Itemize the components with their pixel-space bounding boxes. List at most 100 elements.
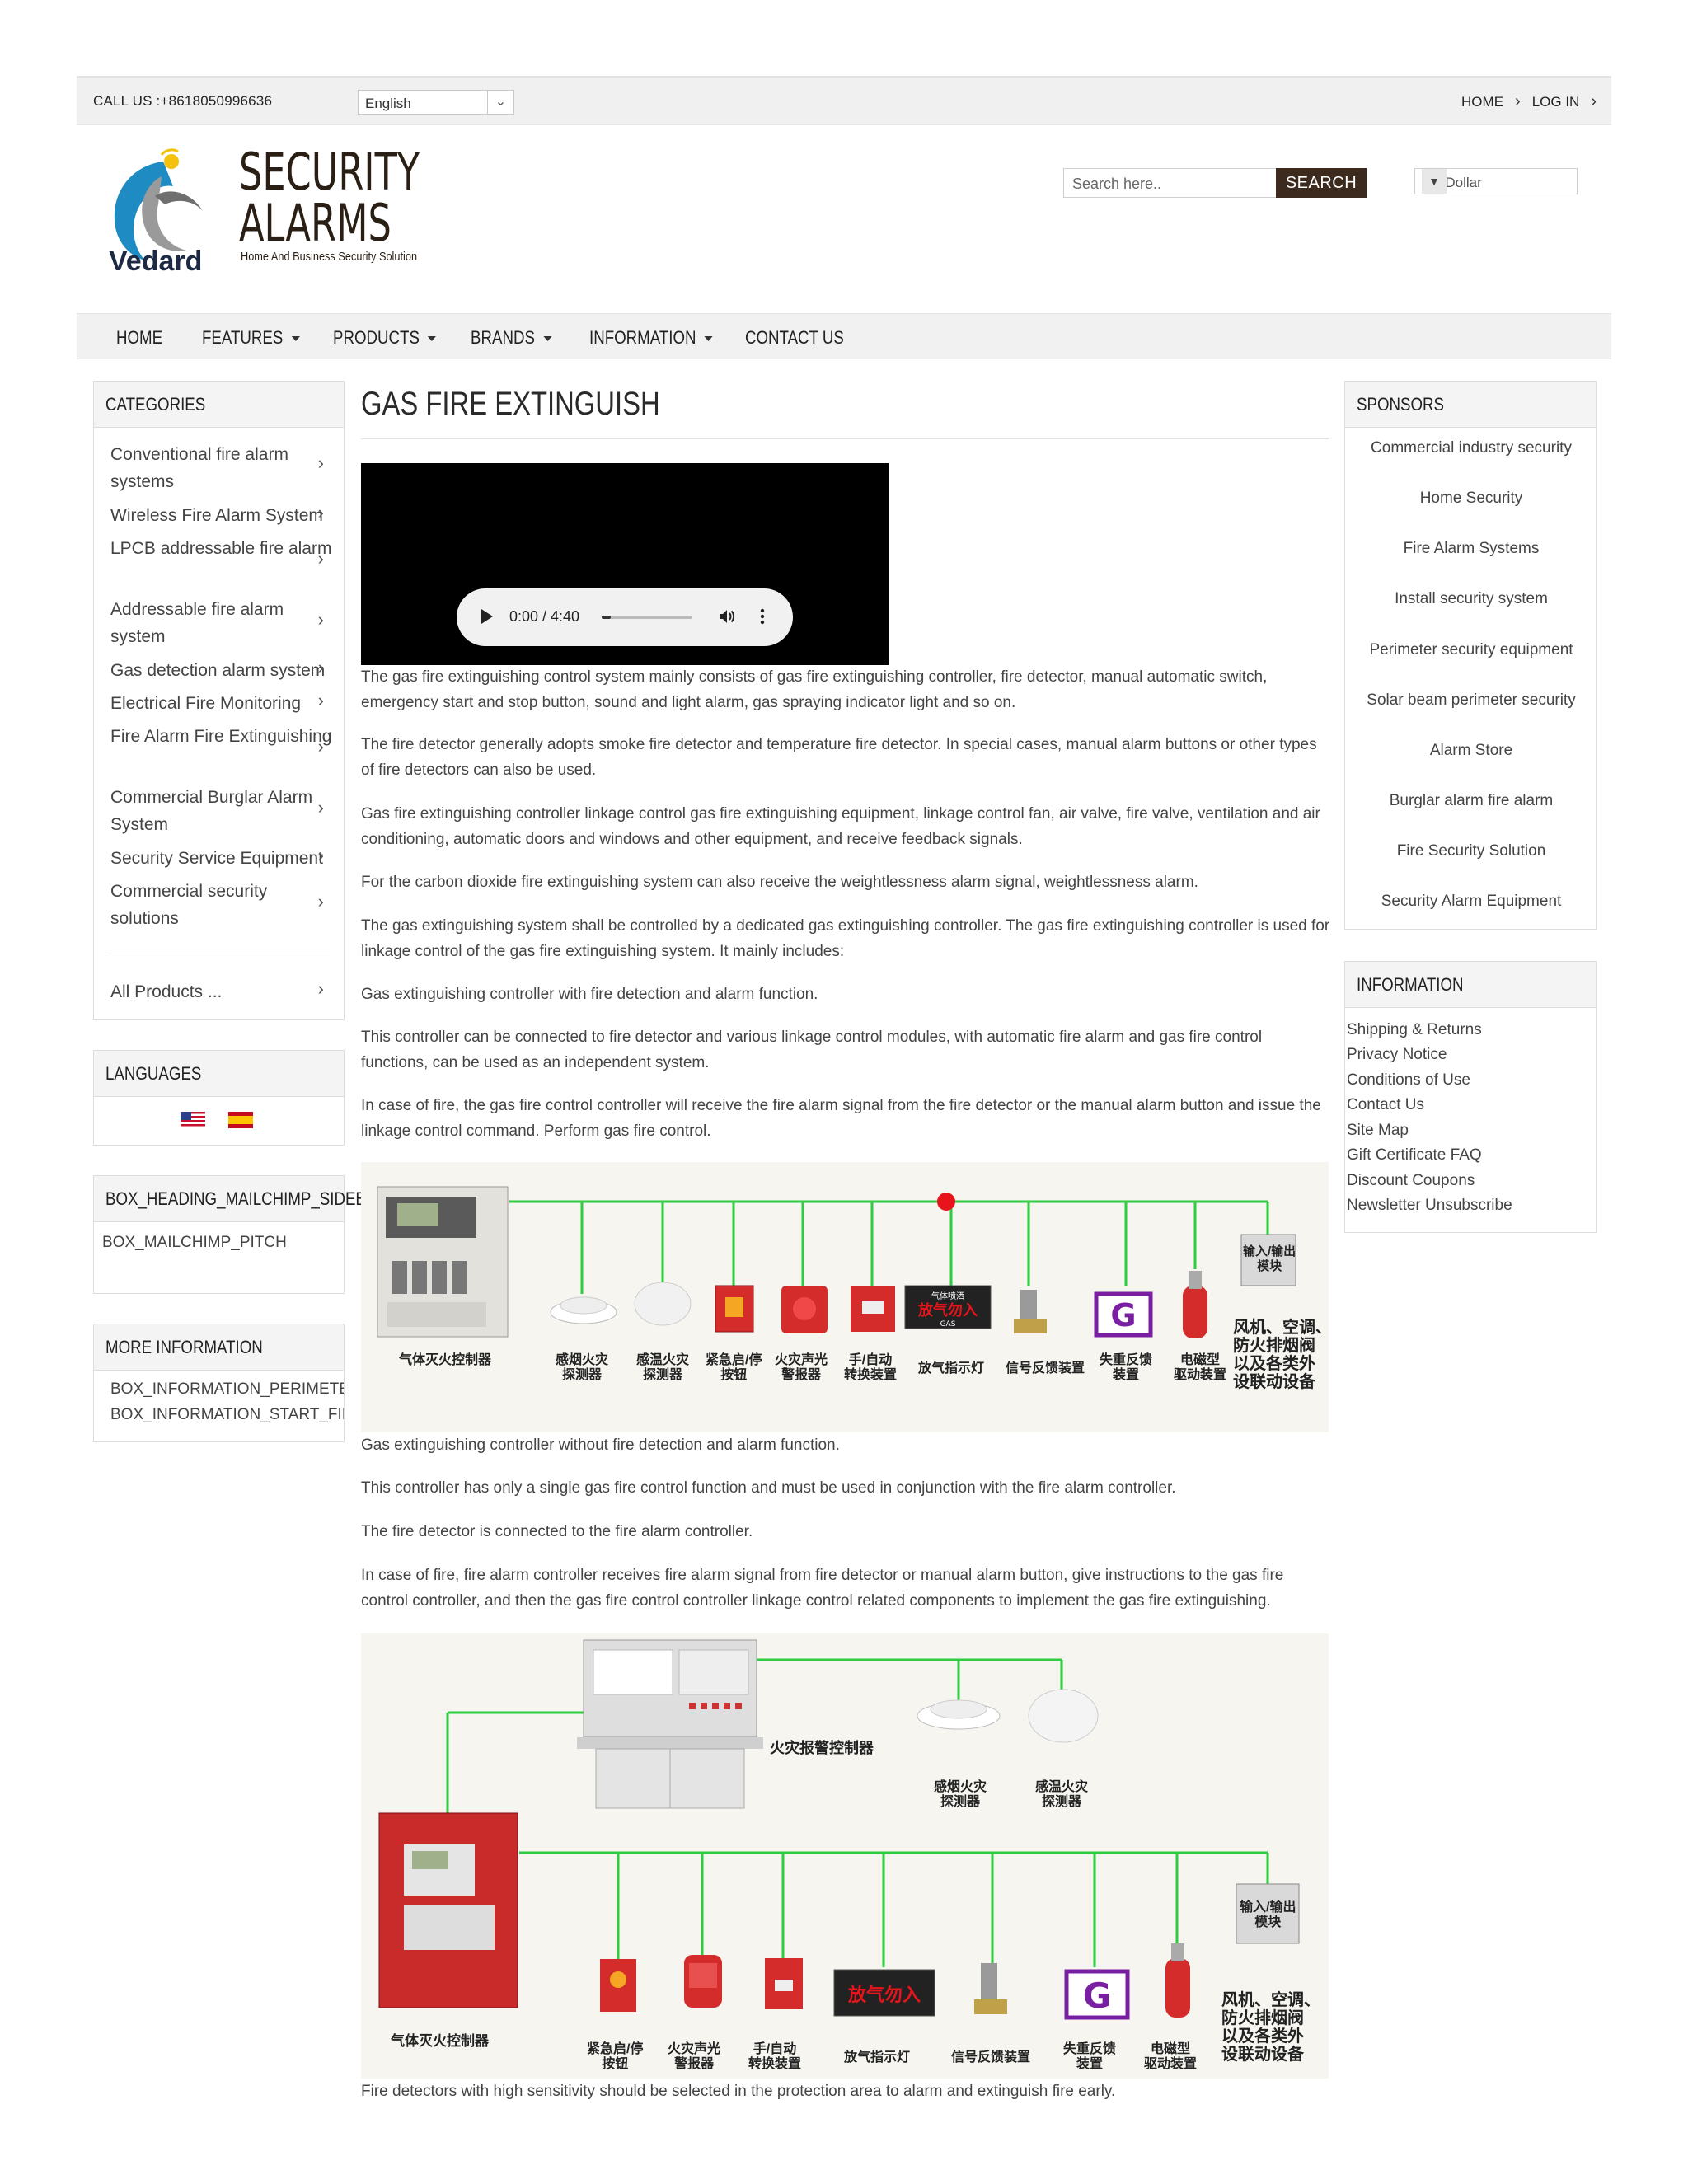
sponsor-link[interactable]: Fire Alarm Systems bbox=[1403, 540, 1540, 557]
diagram-wiring: 气体喷洒 放气勿入 GAS G bbox=[377, 1186, 1296, 1338]
search-input[interactable]: Search here.. bbox=[1063, 168, 1278, 198]
video-time: 0:00 / 4:40 bbox=[509, 608, 580, 625]
diagram-label: 放气指示灯 bbox=[844, 2050, 911, 2064]
more-information-box: MORE INFORMATION BOX_INFORMATION_PERIMET… bbox=[93, 1324, 345, 1442]
diagram-label: 感温火灾 探测器 bbox=[636, 1353, 690, 1382]
nav-contact-us[interactable]: CONTACT US bbox=[745, 327, 844, 349]
nav-information-label: INFORMATION bbox=[589, 327, 696, 348]
chevron-right-icon: › bbox=[317, 657, 324, 677]
search-button[interactable]: SEARCH bbox=[1276, 168, 1367, 198]
play-icon[interactable] bbox=[481, 609, 493, 624]
category-item[interactable]: Commercial Burglar Alarm System bbox=[110, 788, 313, 834]
sponsor-link[interactable]: Security Alarm Equipment bbox=[1381, 893, 1562, 910]
info-link[interactable]: Privacy Notice bbox=[1347, 1046, 1447, 1063]
diagram-label: 放气指示灯 bbox=[918, 1361, 985, 1376]
sponsor-link[interactable]: Alarm Store bbox=[1429, 742, 1513, 759]
video-progress-track[interactable] bbox=[602, 616, 692, 619]
paragraph: In case of fire, the gas fire control co… bbox=[361, 1097, 1321, 1140]
category-item[interactable]: Gas detection alarm system bbox=[110, 661, 326, 680]
us-flag-icon[interactable] bbox=[181, 1112, 205, 1128]
sponsor-link[interactable]: Burglar alarm fire alarm bbox=[1389, 792, 1554, 809]
paragraph: This controller can be connected to fire… bbox=[361, 1029, 1263, 1071]
diagram-label: 火灾声光 警报器 bbox=[775, 1353, 828, 1382]
diagram-label: 手/自动 转换装置 bbox=[748, 2042, 802, 2071]
info-link[interactable]: Gift Certificate FAQ bbox=[1347, 1146, 1482, 1164]
category-item[interactable]: LPCB addressable fire alarm bbox=[110, 539, 332, 558]
category-item[interactable]: Conventional fire alarm systems bbox=[110, 445, 288, 491]
more-info-item[interactable]: BOX_INFORMATION_START_FIRE_SECURITY bbox=[110, 1406, 344, 1423]
sponsor-link[interactable]: Perimeter security equipment bbox=[1369, 641, 1573, 658]
nav-brands[interactable]: BRANDS bbox=[471, 327, 552, 349]
chevron-right-icon: › bbox=[317, 548, 324, 569]
more-options-icon[interactable] bbox=[760, 607, 765, 626]
category-item[interactable]: Wireless Fire Alarm System bbox=[110, 506, 323, 525]
info-link[interactable]: Site Map bbox=[1347, 1122, 1409, 1139]
paragraph: The gas extinguishing system shall be co… bbox=[361, 917, 1330, 960]
login-link[interactable]: LOG IN bbox=[1531, 93, 1580, 110]
diagram-label: 感温火灾 探测器 bbox=[1035, 1780, 1089, 1809]
diagram-label: 风机、空调、 防火排烟阀 以及各类外 设联动设备 bbox=[1233, 1319, 1329, 1391]
sponsor-link[interactable]: Home Security bbox=[1419, 490, 1523, 507]
sponsors-box: SPONSORS Commercial industry security Ho… bbox=[1344, 381, 1597, 930]
language-select[interactable]: English ⌄ bbox=[358, 90, 514, 115]
caret-down-icon bbox=[704, 336, 713, 342]
sponsor-link[interactable]: Install security system bbox=[1395, 590, 1548, 607]
nav-home[interactable]: HOME bbox=[116, 327, 162, 349]
sponsor-link[interactable]: Fire Security Solution bbox=[1396, 842, 1546, 860]
system-diagram-2: 放气勿入 G 火灾报警控制器 感烟火灾 探测器 感温火灾 探测器 气体灭火控制器… bbox=[361, 1633, 1329, 2079]
mailchimp-heading: BOX_HEADING_MAILCHIMP_SIDEBOX bbox=[94, 1176, 388, 1222]
caret-down-icon bbox=[291, 336, 300, 342]
languages-heading: LANGUAGES bbox=[94, 1051, 344, 1097]
nav-products[interactable]: PRODUCTS bbox=[333, 327, 437, 349]
diagram-label: 输入/输出 模块 bbox=[1243, 1244, 1296, 1273]
category-item[interactable]: Addressable fire alarm system bbox=[110, 600, 284, 646]
chevron-right-icon: › bbox=[317, 891, 324, 912]
categories-heading: CATEGORIES bbox=[94, 382, 344, 428]
diagram-label: 信号反馈装置 bbox=[1006, 1361, 1085, 1376]
all-products-link[interactable]: All Products ... bbox=[110, 982, 223, 1001]
caret-down-icon bbox=[428, 336, 437, 342]
gas-sign-main-text: 放气勿入 bbox=[917, 1301, 978, 1319]
video-player[interactable]: 0:00 / 4:40 bbox=[361, 463, 889, 665]
svg-text:G: G bbox=[1083, 1975, 1111, 2016]
diagram-label: 电磁型 驱动装置 bbox=[1174, 1353, 1227, 1382]
info-link[interactable]: Contact Us bbox=[1347, 1096, 1424, 1113]
category-item[interactable]: Electrical Fire Monitoring bbox=[110, 694, 302, 713]
brand-title-line1: SECURITY bbox=[239, 142, 420, 202]
paragraph: Fire detectors with high sensitivity sho… bbox=[361, 2083, 1116, 2100]
paragraph: The gas fire extinguishing control syste… bbox=[361, 668, 1268, 711]
diagram-label: 气体灭火控制器 bbox=[399, 1353, 492, 1367]
sponsor-link[interactable]: Solar beam perimeter security bbox=[1367, 691, 1576, 709]
diagram-label: 手/自动 转换装置 bbox=[844, 1353, 898, 1382]
more-info-item[interactable]: BOX_INFORMATION_PERIMETER_SECURITY bbox=[110, 1380, 344, 1398]
chevron-right-icon: › bbox=[317, 978, 324, 999]
site-logo[interactable]: Vedard bbox=[106, 145, 221, 285]
paragraph: The fire detector is connected to the fi… bbox=[361, 1523, 753, 1540]
category-item[interactable]: Security Service Equipment bbox=[110, 849, 323, 868]
main-nav: HOME FEATURES PRODUCTS BRANDS INFORMATIO… bbox=[77, 313, 1611, 359]
nav-information[interactable]: INFORMATION bbox=[589, 327, 713, 349]
category-item[interactable]: Commercial security solutions bbox=[110, 882, 268, 928]
logo-text: Vedard bbox=[109, 246, 203, 277]
home-link[interactable]: HOME bbox=[1461, 93, 1504, 110]
info-link[interactable]: Discount Coupons bbox=[1347, 1172, 1475, 1189]
brand-tagline: Home And Business Security Solution bbox=[241, 250, 418, 264]
info-link[interactable]: Shipping & Returns bbox=[1347, 1021, 1482, 1038]
nav-features[interactable]: FEATURES bbox=[202, 327, 300, 349]
paragraph: For the carbon dioxide fire extinguishin… bbox=[361, 874, 1198, 891]
diagram-label: 气体灭火控制器 bbox=[391, 2033, 489, 2049]
diagram-label: 信号反馈装置 bbox=[951, 2050, 1031, 2064]
info-link[interactable]: Newsletter Unsubscribe bbox=[1347, 1197, 1512, 1214]
mailchimp-box: BOX_HEADING_MAILCHIMP_SIDEBOX BOX_MAILCH… bbox=[93, 1175, 388, 1294]
currency-select[interactable]: US Dollar ▼ bbox=[1414, 168, 1578, 194]
chevron-right-icon: › bbox=[317, 502, 324, 523]
category-item[interactable]: Fire Alarm Fire Extinguishing bbox=[110, 727, 332, 746]
info-link[interactable]: Conditions of Use bbox=[1347, 1071, 1470, 1089]
diagram-label: 输入/输出 模块 bbox=[1240, 1900, 1296, 1929]
sponsors-heading: SPONSORS bbox=[1345, 382, 1596, 428]
paragraph: The fire detector generally adopts smoke… bbox=[361, 736, 1317, 779]
sponsor-link[interactable]: Commercial industry security bbox=[1371, 439, 1572, 457]
mailchimp-pitch: BOX_MAILCHIMP_PITCH bbox=[102, 1234, 287, 1251]
spain-flag-icon[interactable] bbox=[228, 1112, 253, 1128]
volume-icon[interactable] bbox=[717, 607, 737, 626]
